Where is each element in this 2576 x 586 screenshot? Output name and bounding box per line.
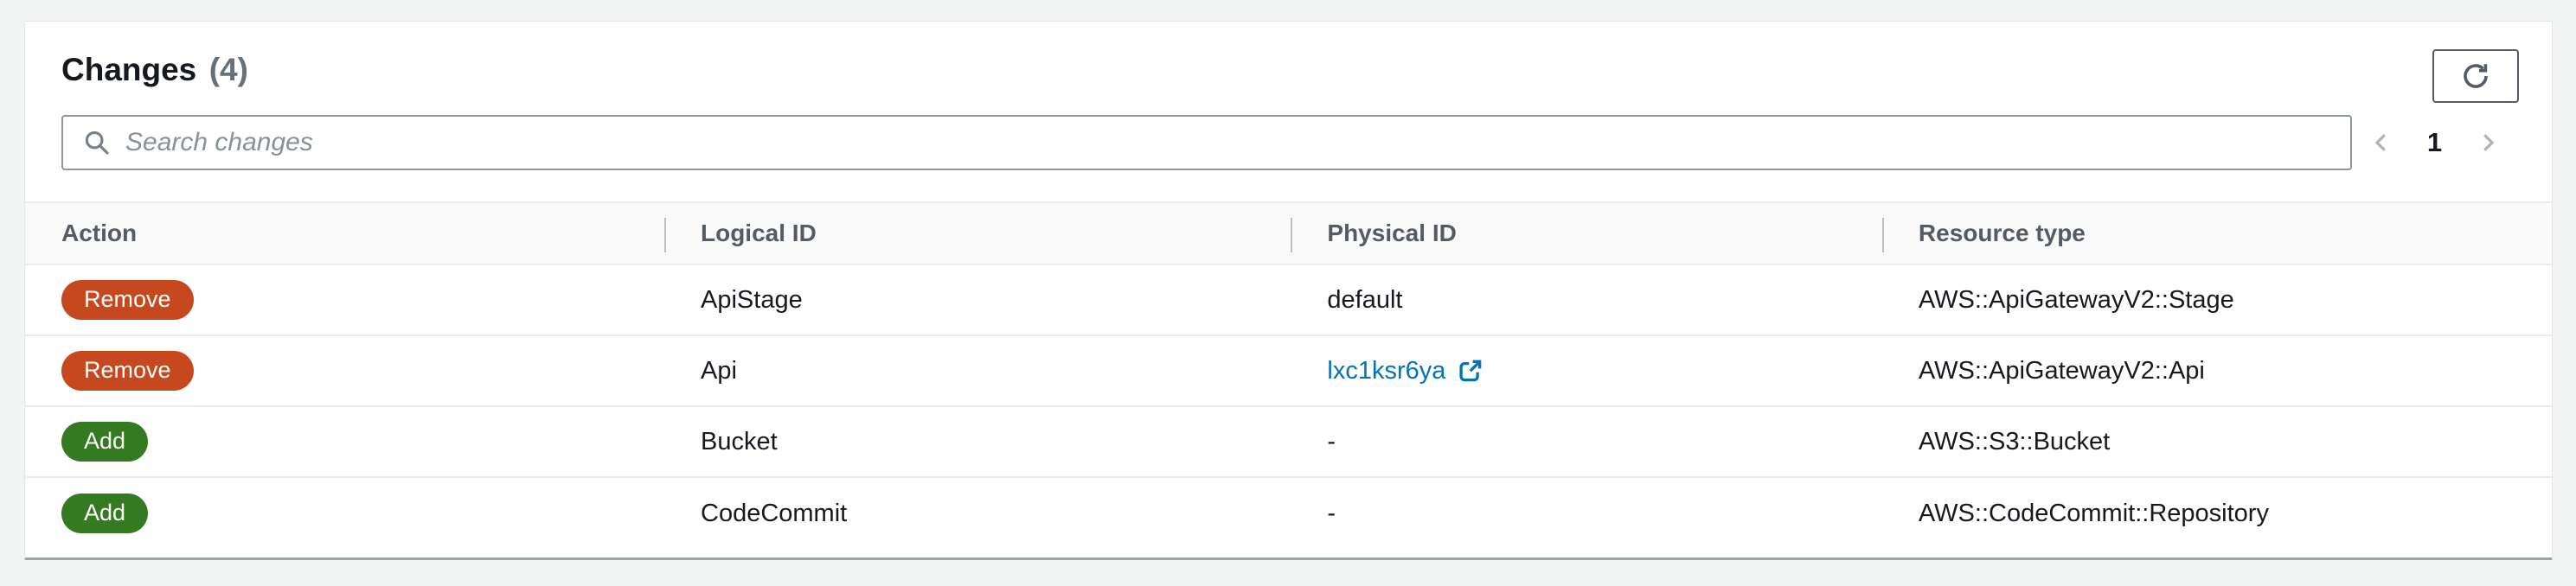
action-badge: Add <box>61 494 149 533</box>
action-badge: Remove <box>61 280 194 320</box>
column-header-action: Action <box>61 220 138 246</box>
table-row: Add CodeCommit - AWS::CodeCommit::Reposi… <box>25 478 2552 549</box>
resource-type-cell: AWS::ApiGatewayV2::Api <box>1918 356 2205 385</box>
refresh-button[interactable] <box>2432 49 2519 103</box>
refresh-icon <box>2460 61 2491 92</box>
column-header-physical-id: Physical ID <box>1291 203 1882 264</box>
physical-id-link-text: lxc1ksr6ya <box>1327 356 1446 385</box>
action-cell: Add <box>25 422 664 462</box>
previous-page-button[interactable] <box>2368 128 2394 157</box>
action-badge: Add <box>61 422 149 462</box>
pagination: 1 <box>2352 127 2517 158</box>
physical-id-link[interactable]: lxc1ksr6ya <box>1327 357 1484 385</box>
table-row: Remove Api lxc1ksr6ya AWS::ApiGatewayV2:… <box>25 336 2552 407</box>
search-icon <box>82 128 112 157</box>
search-box[interactable] <box>61 115 2352 170</box>
physical-id-cell: default <box>1327 285 1403 314</box>
table-header-row: Action Logical ID Physical ID Resource t… <box>25 201 2552 265</box>
panel-count: (4) <box>208 52 248 87</box>
physical-id-cell: lxc1ksr6ya <box>1291 357 1882 385</box>
next-page-button[interactable] <box>2475 128 2501 157</box>
column-header-resource-type: Resource type <box>1881 203 2552 264</box>
logical-id-cell: ApiStage <box>701 285 803 314</box>
toolbar: 1 <box>25 115 2552 170</box>
action-badge: Remove <box>61 351 194 391</box>
logical-id-cell: Bucket <box>701 427 778 455</box>
action-cell: Remove <box>25 280 664 320</box>
table-row: Remove ApiStage default AWS::ApiGatewayV… <box>25 265 2552 336</box>
table-row: Add Bucket - AWS::S3::Bucket <box>25 407 2552 478</box>
column-header-logical-id: Logical ID <box>664 203 1291 264</box>
changes-table: Action Logical ID Physical ID Resource t… <box>25 201 2552 549</box>
chevron-right-icon <box>2475 128 2501 157</box>
external-link-icon <box>1456 357 1484 385</box>
resource-type-cell: AWS::ApiGatewayV2::Stage <box>1918 285 2234 314</box>
resource-type-cell: AWS::CodeCommit::Repository <box>1918 499 2269 527</box>
logical-id-cell: CodeCommit <box>701 499 848 527</box>
chevron-left-icon <box>2368 128 2394 157</box>
physical-id-cell: - <box>1327 499 1336 527</box>
page-number[interactable]: 1 <box>2426 127 2443 157</box>
logical-id-cell: Api <box>701 356 737 385</box>
search-input[interactable] <box>124 116 2350 169</box>
changes-panel: Changes (4) <box>24 21 2553 560</box>
panel-header: Changes (4) <box>25 22 2552 103</box>
action-cell: Remove <box>25 351 664 391</box>
action-cell: Add <box>25 494 664 533</box>
resource-type-cell: AWS::S3::Bucket <box>1918 427 2111 455</box>
panel-title: Changes <box>61 52 197 87</box>
physical-id-cell: - <box>1327 427 1336 455</box>
